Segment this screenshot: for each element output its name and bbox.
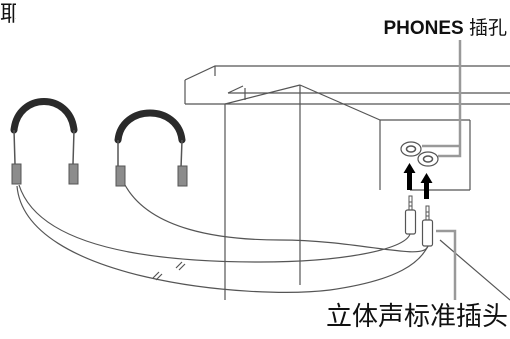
phones-jacks <box>400 141 439 167</box>
cropped-heading-char: 耶 <box>0 2 16 27</box>
phones-jack-1 <box>400 141 422 157</box>
stereo-plug-2 <box>421 205 434 247</box>
headphone-cables <box>16 184 429 293</box>
phones-callout-line <box>422 40 462 158</box>
phones-jack-label-bold: PHONES <box>383 18 464 39</box>
stereo-plug-icon <box>404 195 434 247</box>
phones-jack-label-rest: 插孔 <box>463 18 507 39</box>
arrow-up-icon <box>403 163 433 199</box>
stereo-plug-label: 立体声标准插头 <box>325 302 508 332</box>
cable-break-marks <box>152 261 186 281</box>
piano-body <box>184 65 510 301</box>
headphones-icon <box>10 98 79 185</box>
plug-callout-line <box>436 229 457 300</box>
phones-jack-label: PHONES 插孔 <box>335 16 507 42</box>
phones-jack-2 <box>417 151 439 167</box>
stereo-plug-1 <box>404 195 417 235</box>
headphones-icon <box>114 109 188 187</box>
